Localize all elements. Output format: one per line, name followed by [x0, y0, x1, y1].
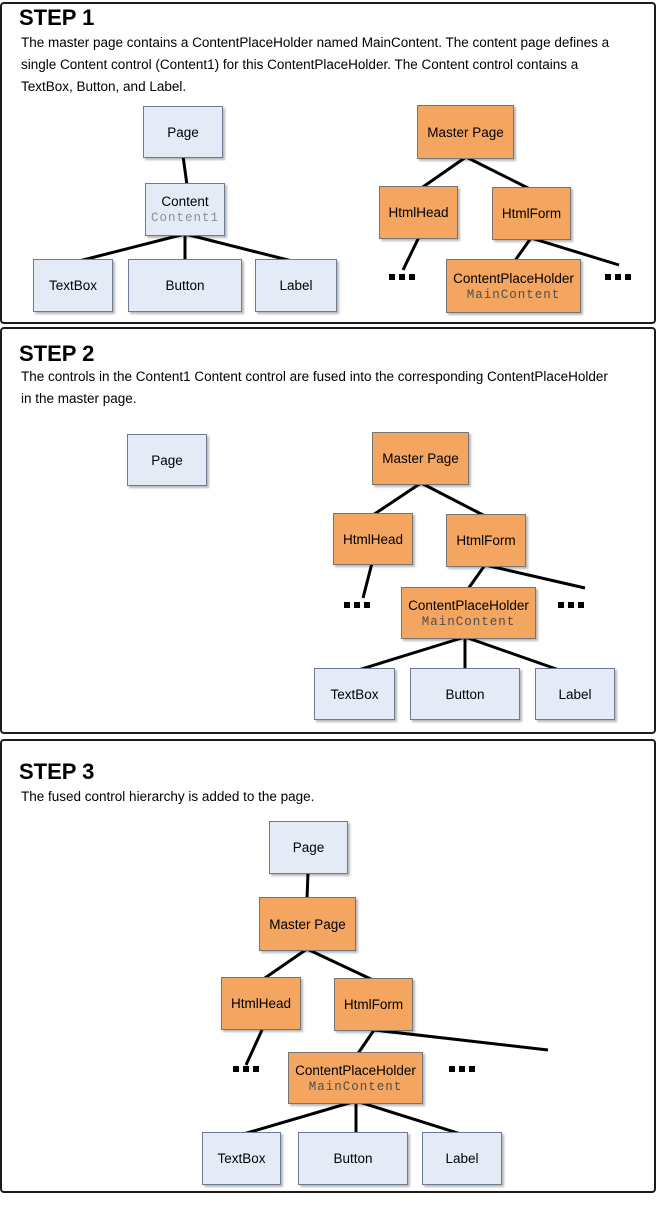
step2-node-button: Button [410, 668, 520, 720]
node-label: Page [292, 840, 325, 855]
node-label: Label [558, 686, 592, 702]
node-label: Page [167, 124, 199, 140]
step2-node-master-page: Master Page [372, 432, 469, 485]
step2-panel: STEP 2 The controls in the Content1 Cont… [0, 327, 656, 734]
node-label: Button [445, 686, 485, 702]
node-label: Master Page [382, 451, 459, 466]
dot [605, 274, 611, 280]
step3-node-textbox: TextBox [202, 1132, 281, 1185]
step2-ellipsis-right-icon [558, 602, 584, 608]
step2-node-textbox: TextBox [314, 668, 395, 720]
node-label: HtmlForm [456, 533, 516, 548]
node-label: TextBox [217, 1151, 266, 1166]
step3-connector-lines [239, 871, 549, 1137]
step1-connector-lines [74, 155, 620, 271]
step1-description: The master page contains a ContentPlaceH… [21, 35, 610, 94]
dot [233, 1066, 239, 1072]
step1-ellipsis-right-icon [605, 274, 631, 280]
node-sublabel: Content1 [150, 211, 219, 225]
node-label: ContentPlaceHolder [408, 597, 529, 613]
step3-ellipsis-right-icon [449, 1066, 475, 1072]
node-label: ContentPlaceHolder [295, 1062, 416, 1078]
node-label: HtmlHead [230, 996, 292, 1011]
dot [578, 602, 584, 608]
step3-node-htmlform: HtmlForm [334, 978, 413, 1031]
node-label: Master Page [269, 916, 346, 932]
node-label: Label [445, 1151, 479, 1166]
node-sublabel: MainContent [308, 1079, 403, 1094]
step2-node-label: Label [535, 668, 615, 720]
step1-node-label: Label [255, 259, 337, 312]
dot [243, 1066, 249, 1072]
step2-node-page: Page [127, 434, 207, 486]
step1-panel: STEP 1 The master page contains a Conten… [0, 2, 656, 324]
dot [469, 1066, 475, 1072]
step2-description: The controls in the Content1 Content con… [21, 369, 608, 406]
step2-ellipsis-left-icon [344, 602, 370, 608]
dot [354, 602, 360, 608]
dot [615, 274, 621, 280]
node-label: HtmlForm [501, 206, 562, 221]
step3-node-button: Button [298, 1132, 408, 1185]
dot [399, 274, 405, 280]
step1-node-htmlform: HtmlForm [492, 187, 571, 240]
dot [459, 1066, 465, 1072]
dot [344, 602, 350, 608]
dot [449, 1066, 455, 1072]
node-label: HtmlHead [388, 205, 449, 220]
step1-node-master-page: Master Page [417, 105, 514, 159]
step2-title: STEP 2 [19, 341, 95, 366]
dot [389, 274, 395, 280]
dot [253, 1066, 259, 1072]
node-label: ContentPlaceHolder [453, 270, 574, 286]
dot [409, 274, 415, 280]
step3-title: STEP 3 [19, 759, 95, 784]
node-sublabel: MainContent [466, 287, 561, 302]
node-label: HtmlHead [342, 531, 404, 547]
step3-panel: STEP 3 The fused control hierarchy is ad… [0, 739, 656, 1193]
node-label: Page [151, 452, 183, 468]
dot [625, 274, 631, 280]
step2-connector-lines [354, 481, 586, 673]
step3-ellipsis-left-icon [233, 1066, 259, 1072]
dot [364, 602, 370, 608]
node-sublabel: MainContent [421, 614, 516, 629]
step3-description: The fused control hierarchy is added to … [21, 789, 315, 804]
node-label: Button [165, 278, 205, 293]
step1-node-textbox: TextBox [33, 259, 113, 312]
step2-node-htmlhead: HtmlHead [333, 513, 413, 565]
step1-title: STEP 1 [19, 5, 95, 30]
step1-ellipsis-left-icon [389, 274, 415, 280]
step1-node-htmlhead: HtmlHead [379, 186, 458, 239]
dot [568, 602, 574, 608]
node-label: TextBox [330, 686, 379, 702]
step3-node-label: Label [422, 1132, 502, 1185]
step2-node-htmlform: HtmlForm [446, 514, 526, 567]
node-label: Label [279, 278, 313, 293]
step1-node-page: Page [143, 106, 223, 158]
step3-node-master-page: Master Page [259, 897, 356, 951]
step1-node-button: Button [128, 259, 242, 312]
node-label: TextBox [48, 278, 98, 293]
node-label: Master Page [427, 124, 504, 140]
dot [558, 602, 564, 608]
node-label: HtmlForm [343, 997, 404, 1012]
step3-node-page: Page [269, 821, 348, 874]
node-label: Button [333, 1151, 373, 1166]
step3-node-htmlhead: HtmlHead [221, 977, 301, 1030]
node-label: Content [161, 194, 209, 209]
